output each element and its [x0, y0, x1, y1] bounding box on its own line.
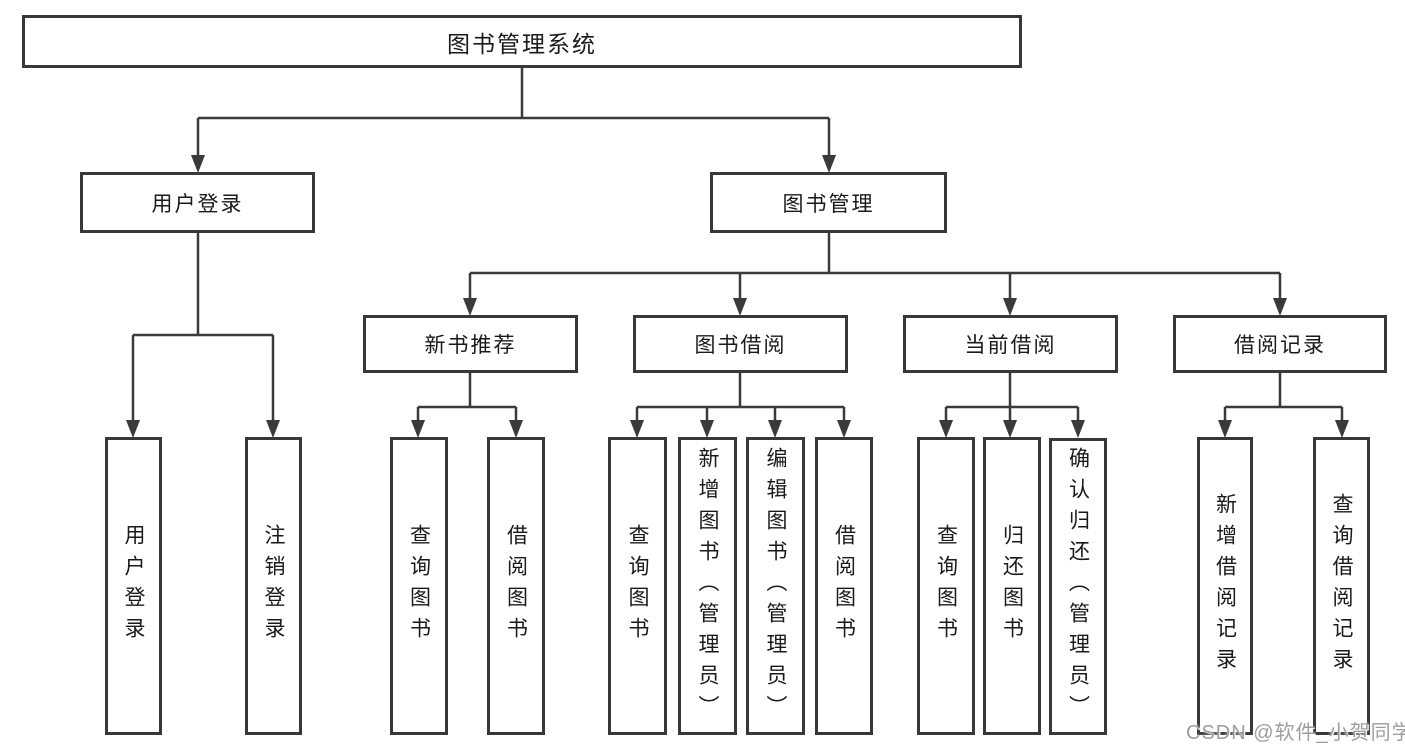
leaf-label: 新增图书（管理员）	[696, 446, 720, 726]
leaf-label: 查询图书	[626, 524, 650, 648]
leaf-query-books-2: 查询图书	[608, 437, 667, 735]
leaf-label: 借阅图书	[832, 524, 856, 648]
leaf-label: 编辑图书（管理员）	[764, 446, 788, 726]
leaf-edit-book-admin: 编辑图书（管理员）	[746, 437, 805, 735]
leaf-borrow-books-1: 借阅图书	[487, 437, 545, 735]
csdn-watermark: CSDN @软件_小贺同学	[1186, 722, 1405, 744]
leaf-confirm-return-admin: 确认归还（管理员）	[1049, 438, 1107, 735]
leaf-query-books-3: 查询图书	[917, 437, 975, 735]
node-root: 图书管理系统	[22, 15, 1022, 68]
leaf-label: 查询图书	[934, 524, 958, 648]
leaf-label: 确认归还（管理员）	[1066, 447, 1090, 726]
leaf-label: 借阅图书	[504, 524, 528, 648]
node-book-management: 图书管理	[710, 172, 947, 233]
leaf-label: 新增借阅记录	[1213, 493, 1237, 679]
leaf-return-book: 归还图书	[983, 437, 1041, 735]
node-user-login: 用户登录	[80, 172, 315, 233]
leaf-user-login: 用户登录	[105, 437, 162, 735]
node-new-book-recommend: 新书推荐	[363, 315, 578, 373]
leaf-label: 查询图书	[407, 524, 431, 648]
leaf-label: 注销登录	[262, 524, 286, 648]
node-borrow-records: 借阅记录	[1173, 315, 1387, 373]
node-current-borrow: 当前借阅	[903, 315, 1118, 373]
node-book-borrow: 图书借阅	[633, 315, 848, 373]
leaf-add-book-admin: 新增图书（管理员）	[678, 437, 737, 735]
leaf-label: 归还图书	[1000, 524, 1024, 648]
leaf-label: 查询借阅记录	[1330, 493, 1354, 679]
leaf-borrow-books-2: 借阅图书	[815, 437, 873, 735]
leaf-query-books-1: 查询图书	[390, 437, 448, 735]
leaf-query-borrow-record: 查询借阅记录	[1313, 437, 1370, 735]
leaf-label: 用户登录	[122, 524, 146, 648]
leaf-add-borrow-record: 新增借阅记录	[1197, 437, 1253, 735]
leaf-logout: 注销登录	[245, 437, 302, 735]
